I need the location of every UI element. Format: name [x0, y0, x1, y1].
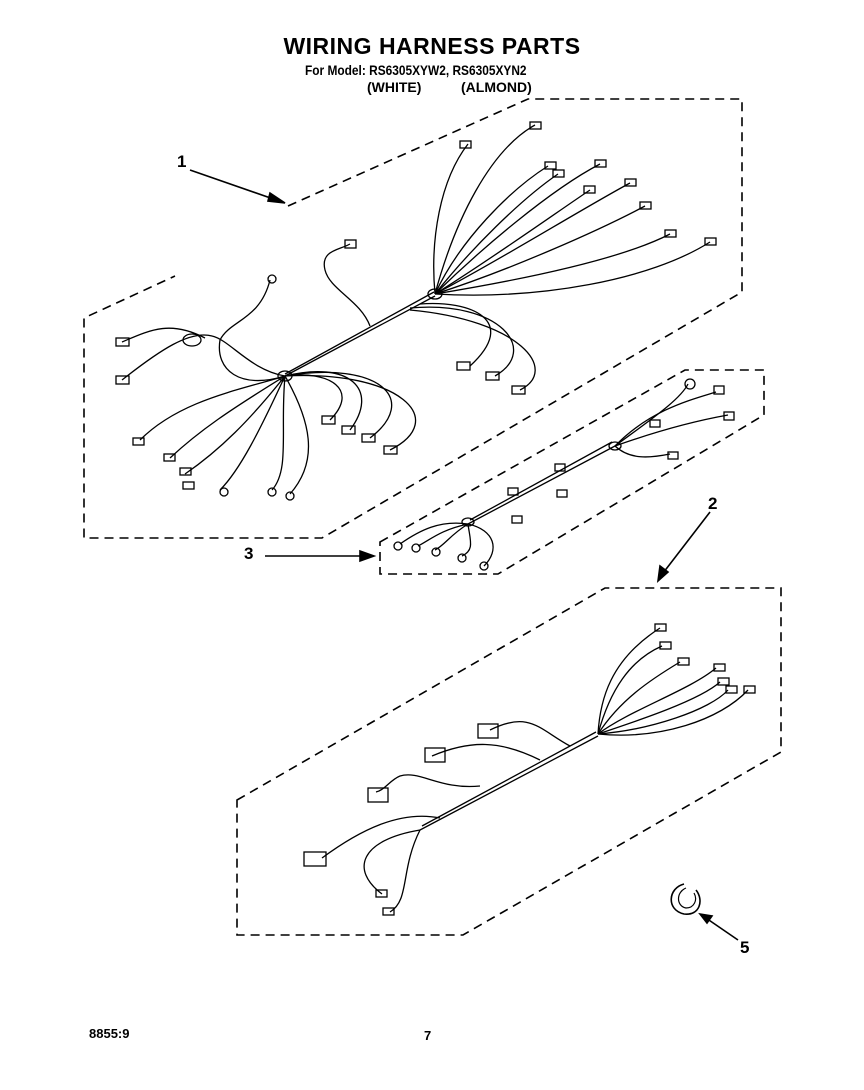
harness-1-outline: [83, 98, 743, 539]
callout-5-arrowhead: [698, 912, 714, 925]
callout-1: 1: [177, 152, 187, 171]
harness-2-outline: [236, 587, 782, 936]
harness-2-connectors: [303, 623, 756, 916]
clip-part-5: [670, 883, 701, 915]
variant-white-label: (WHITE): [367, 79, 422, 95]
model-line: For Model: RS6305XYW2, RS6305XYN2: [305, 62, 527, 78]
page-number: 7: [424, 1028, 432, 1043]
callout-2-arrowhead: [656, 564, 670, 584]
harness-3-connectors: [393, 378, 735, 571]
callout-3: 3: [244, 544, 254, 563]
page-title: WIRING HARNESS PARTS: [283, 33, 581, 59]
callout-3-arrowhead: [359, 549, 377, 563]
variant-almond-label: (ALMOND): [461, 79, 532, 95]
callout-2: 2: [708, 494, 718, 513]
harness-1-connectors: [115, 121, 717, 501]
harness-3-outline: [379, 369, 765, 575]
document-number: 8855:9: [89, 1026, 130, 1041]
harness-2-wires: [321, 627, 749, 913]
harness-1-wires: [121, 124, 711, 495]
callout-1-leader: [189, 169, 283, 203]
callout-1-arrowhead: [267, 191, 286, 204]
harness-3-wires: [399, 383, 729, 567]
callout-2-leader: [659, 511, 711, 578]
clip-part-5-inner: [677, 887, 697, 909]
callout-5: 5: [740, 938, 750, 957]
